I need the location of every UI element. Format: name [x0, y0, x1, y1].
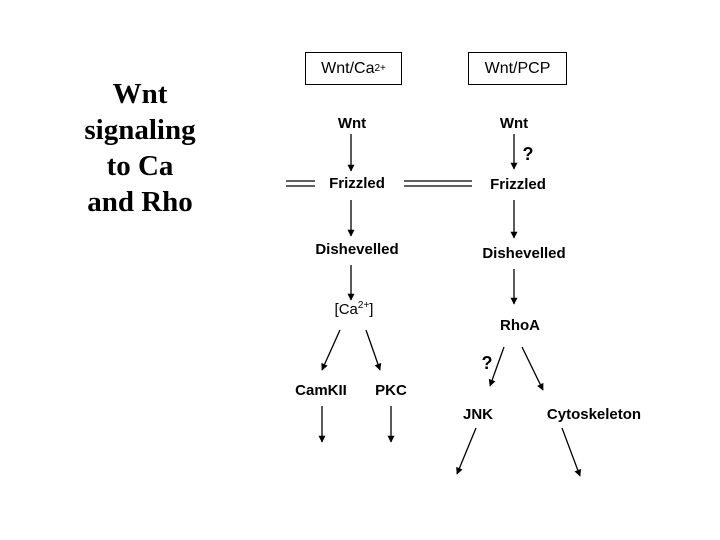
calcium-bracket-close: ]: [369, 301, 374, 318]
jnk-label: JNK: [462, 406, 494, 423]
pcp-frizzled-label: Frizzled: [490, 176, 546, 193]
arrow-cytoskeleton-down: [561, 427, 582, 477]
wnt-pcp-pathway-box: Wnt/PCP: [468, 52, 567, 85]
arrow-ca-to-camkii: [321, 329, 341, 371]
arrow-jnk-down: [456, 427, 477, 475]
ca-dishevelled-label: Dishevelled: [315, 241, 399, 258]
ca-wnt-label: Wnt: [337, 115, 367, 132]
pkc-label: PKC: [375, 382, 407, 399]
ca-frizzled-label: Frizzled: [329, 175, 385, 192]
pcp-question-mark-receptor: ?: [522, 144, 534, 164]
title-line: to Ca: [106, 150, 174, 182]
title-line: signaling: [84, 114, 196, 146]
title-line: Wnt: [112, 78, 168, 110]
calcium-label: [Ca2+]: [335, 301, 374, 319]
arrow-ca-to-pkc: [365, 329, 382, 371]
pcp-question-mark-jnk: ?: [481, 353, 493, 373]
arrow-rhoa-to-jnk: [488, 346, 505, 387]
arrow-rhoa-to-cytoskeleton: [521, 346, 544, 391]
membrane-lines: [286, 180, 472, 187]
pcp-wnt-label: Wnt: [499, 115, 529, 132]
rhoa-label: RhoA: [500, 317, 540, 334]
calcium-base: [Ca: [334, 301, 358, 318]
wnt-pcp-box-label: Wnt/PCP: [484, 59, 551, 77]
cytoskeleton-label: Cytoskeleton: [546, 406, 642, 423]
title-line: and Rho: [87, 186, 193, 218]
camkii-label: CamKII: [295, 382, 347, 399]
slide-title: Wnt signaling to Ca and Rho: [40, 76, 240, 220]
calcium-superscript: 2+: [357, 300, 370, 311]
wnt-ca-box-label: Wnt/Ca: [321, 59, 375, 77]
pcp-dishevelled-label: Dishevelled: [482, 245, 566, 262]
